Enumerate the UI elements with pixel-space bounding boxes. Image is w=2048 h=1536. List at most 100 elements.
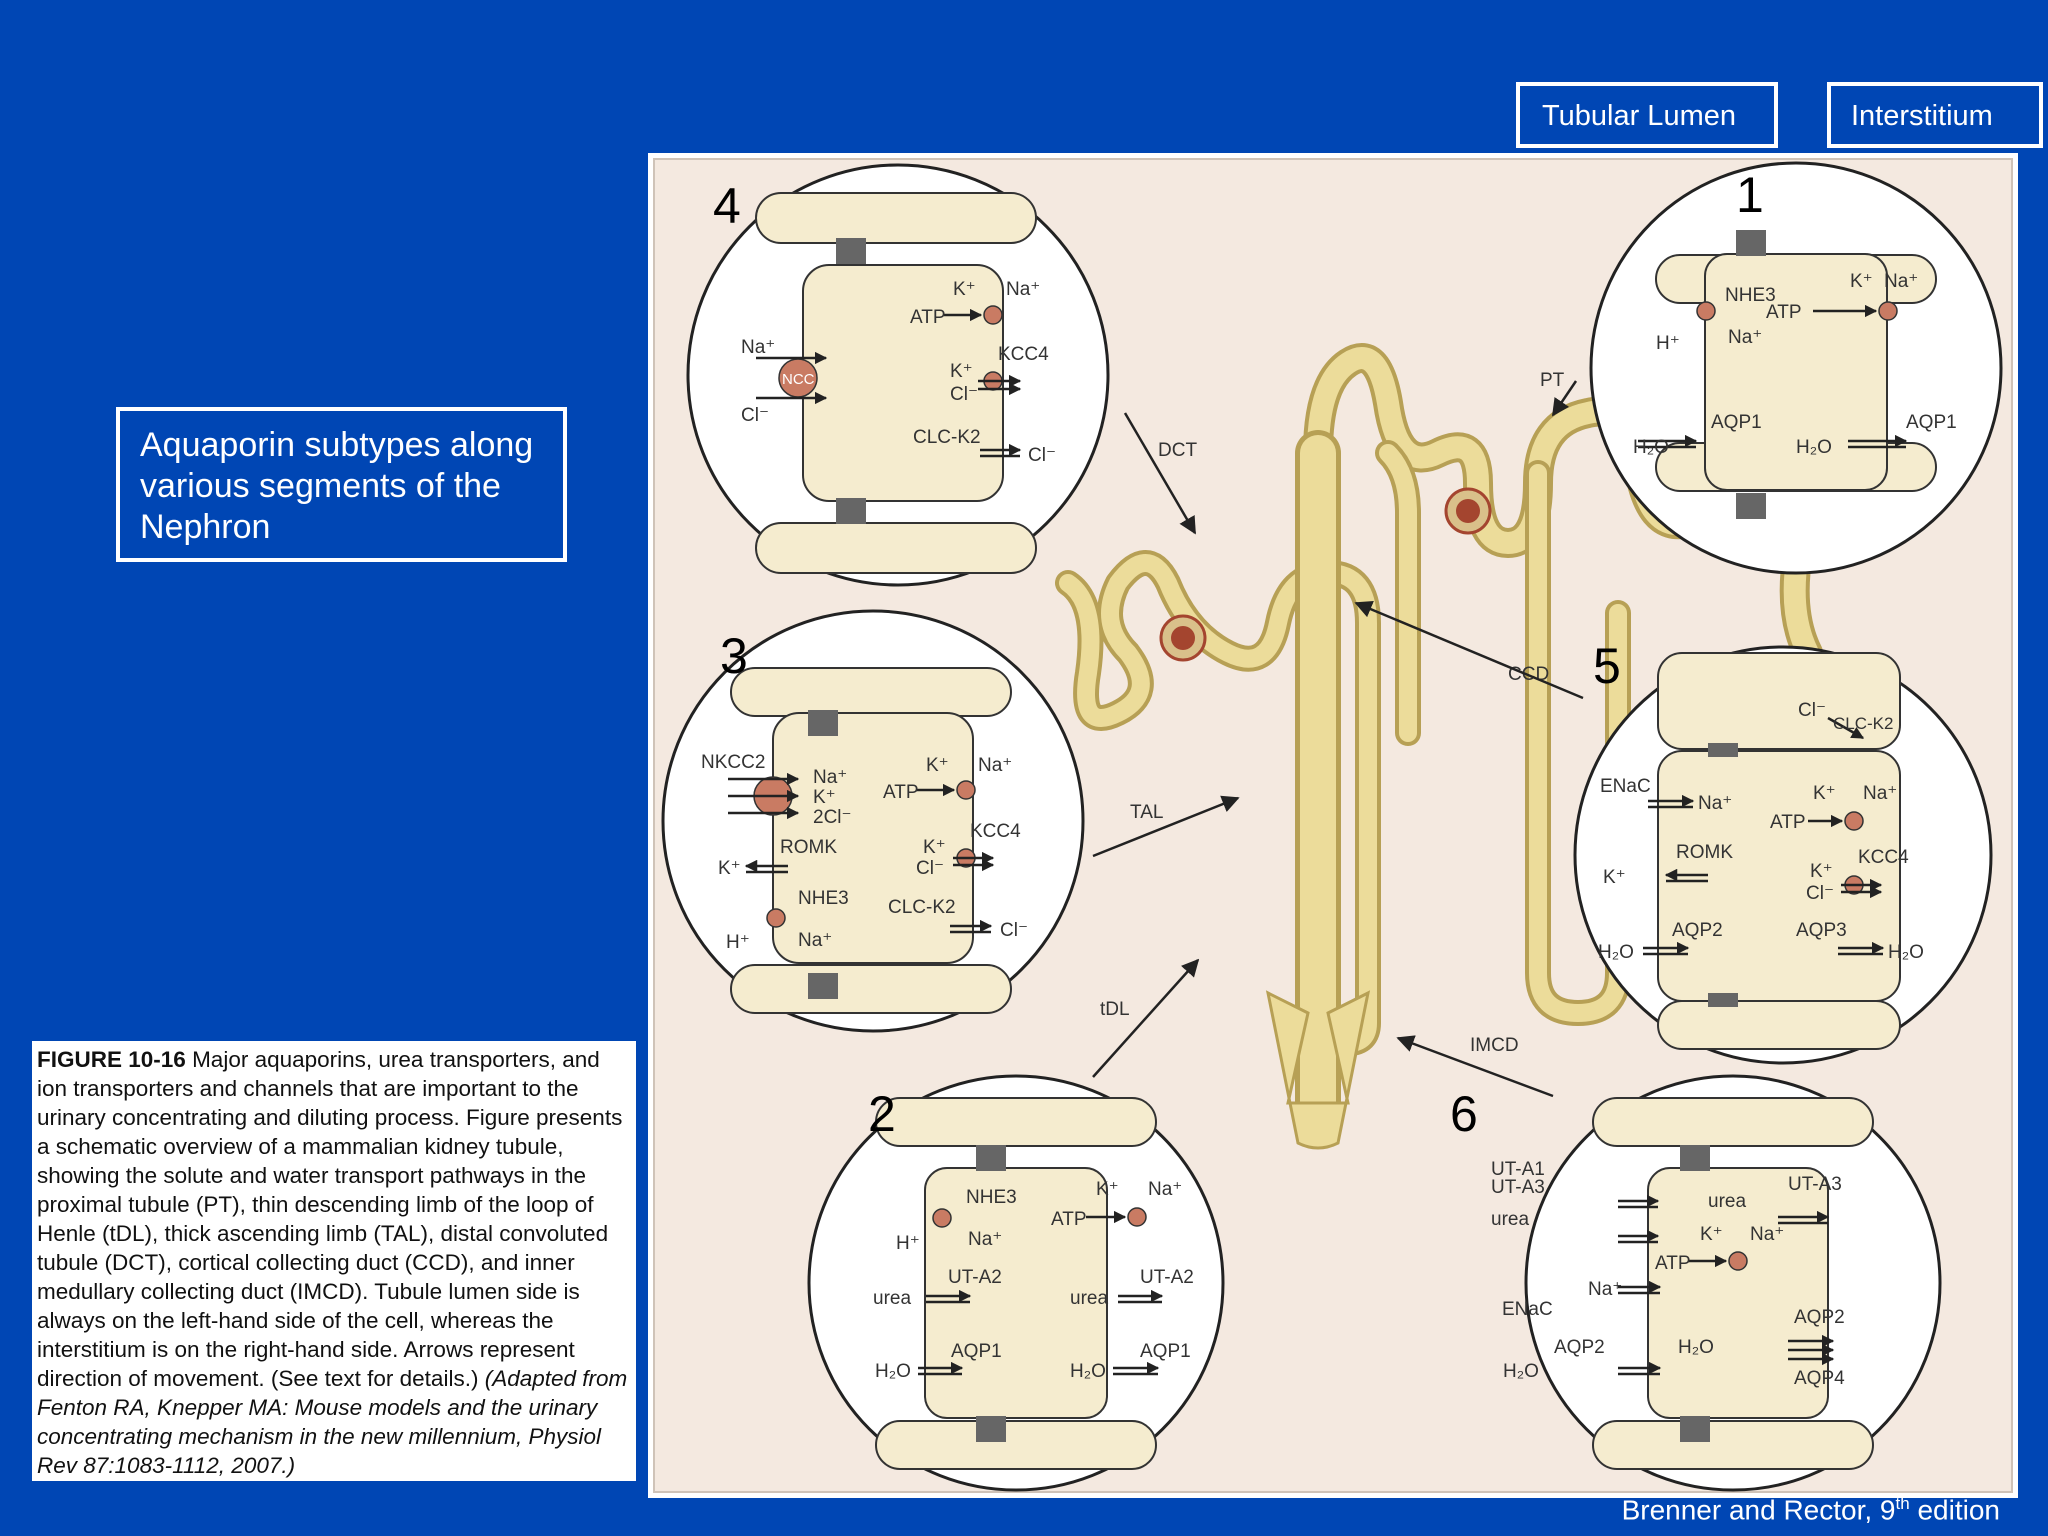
cell-4-k2: K⁺: [950, 361, 973, 382]
cell-5-k: K⁺: [1813, 783, 1836, 804]
cell-2-aqp1-lumen: AQP1: [951, 1341, 1002, 1362]
source-credit: Brenner and Rector, 9th edition: [1622, 1494, 2000, 1526]
cell-5-kcc4: KCC4: [1858, 847, 1909, 868]
cell-3-cl-out: Cl⁻: [1000, 920, 1028, 941]
cell-6-atp: ATP: [1655, 1253, 1691, 1274]
cell-4-clck2: CLC-K2: [913, 427, 981, 448]
cell-1-nhe3: NHE3: [1725, 285, 1776, 306]
cell-4-k: K⁺: [953, 279, 976, 300]
cell-3-h: H⁺: [726, 932, 750, 953]
cell-4-distal-convoluted-tubule: 4 NCC Na⁺ Cl⁻ ATP K⁺ Na⁺ KCC4 K⁺ Cl⁻ CLC…: [686, 163, 1110, 587]
cell-1-na2: Na⁺: [1728, 327, 1762, 348]
cell-6-h2o-lumen: H₂O: [1503, 1361, 1539, 1382]
cell-5-na2: Na⁺: [1863, 783, 1897, 804]
cell-2-h2o-inter: H₂O: [1070, 1361, 1106, 1382]
cell-3-k-out: K⁺: [718, 858, 741, 879]
cell-2-nhe3: NHE3: [966, 1187, 1017, 1208]
cell-3-k: K⁺: [813, 787, 836, 808]
cell-1-h2o-inter: H₂O: [1796, 437, 1832, 458]
cell-6-aqp2-lumen: AQP2: [1554, 1337, 1605, 1358]
cell-2-na2: Na⁺: [968, 1229, 1002, 1250]
cell-5-cortical-collecting-duct: 5 Cl⁻ CLC-K2 ENaC Na⁺ ATP K⁺ Na⁺ ROMK K⁺…: [1573, 638, 1993, 1065]
arrow-pt: [1551, 380, 1578, 417]
slide-title-box: Aquaporin subtypes along various segment…: [116, 407, 567, 562]
cell-5-h2o-inter: H₂O: [1888, 942, 1924, 963]
glomerulus-left-core: [1171, 626, 1195, 650]
cell-3-k3: K⁺: [923, 837, 946, 858]
cell-6-number: 6: [1450, 1086, 1478, 1142]
cell-6-na: Na⁺: [1750, 1224, 1784, 1245]
label-dct: DCT: [1158, 440, 1197, 461]
figure-caption: FIGURE 10-16 Major aquaporins, urea tran…: [32, 1041, 636, 1481]
cell-6-aqp2-inter: AQP2: [1794, 1307, 1845, 1328]
cell-2-h: H⁺: [896, 1233, 920, 1254]
credit-suffix: edition: [1909, 1494, 2000, 1526]
arrow-tal: [1092, 795, 1240, 858]
cell-6-urea-lumen: urea: [1491, 1209, 1529, 1230]
cell-6-aqp4: AQP4: [1794, 1368, 1845, 1389]
tubular-lumen-legend: Tubular Lumen: [1516, 82, 1778, 148]
cell-6-inner-medullary-collecting-duct: 6 UT-A1 UT-A3 urea urea UT-A3 K⁺ Na⁺ ATP…: [1450, 1074, 1942, 1492]
cell-6-k: K⁺: [1700, 1224, 1723, 1245]
figure-label: FIGURE 10-16: [37, 1047, 186, 1072]
cell-5-number: 5: [1593, 638, 1621, 694]
cell-3-cl: Cl⁻: [916, 858, 944, 879]
cell-3-clck2: CLC-K2: [888, 897, 956, 918]
nephron-diagram: PT DCT CCD TAL tDL IMCD 1 NHE3 K⁺ Na⁺ AT…: [648, 153, 2018, 1498]
cell-5-aqp3: AQP3: [1796, 920, 1847, 941]
cell-6-na2: Na⁺: [1588, 1279, 1622, 1300]
cell-4-cl: Cl⁻: [741, 405, 769, 426]
cell-3-k2: K⁺: [926, 755, 949, 776]
cell-2-number: 2: [868, 1086, 896, 1142]
cell-5-clck2: CLC-K2: [1833, 714, 1893, 733]
cell-4-na: Na⁺: [741, 337, 775, 358]
cell-3-nhe3: NHE3: [798, 888, 849, 909]
caption-citation: (Adapted from Fenton RA, Knepper MA: Mou…: [37, 1366, 628, 1478]
cell-1-na: Na⁺: [1884, 271, 1918, 292]
arrow-imcd: [1396, 1035, 1554, 1098]
label-pt: PT: [1540, 370, 1565, 391]
collecting-duct-papilla: [1265, 990, 1371, 1150]
cell-5-h2o-lumen: H₂O: [1598, 942, 1634, 963]
cell-4-number: 4: [713, 178, 741, 234]
arrow-tdl: [1092, 958, 1200, 1078]
slide-title: Aquaporin subtypes along various segment…: [140, 426, 534, 546]
label-tdl: tDL: [1100, 999, 1130, 1020]
cell-4-cl2: Cl⁻: [950, 384, 978, 405]
cell-1-proximal-tubule: 1 NHE3 K⁺ Na⁺ ATP H⁺ Na⁺ AQP1 AQP1 H₂O H…: [1589, 161, 2003, 575]
cell-4-kcc4: KCC4: [998, 344, 1049, 365]
cell-5-na: Na⁺: [1698, 793, 1732, 814]
cell-3-na2: Na⁺: [798, 930, 832, 951]
cell-3-romk: ROMK: [780, 837, 837, 858]
cell-3-atp: ATP: [883, 782, 919, 803]
cell-6-uta3-lumen: UT-A3: [1491, 1177, 1545, 1198]
interstitium-label: Interstitium: [1851, 100, 1993, 132]
cell-2-urea-inter: urea: [1070, 1288, 1108, 1309]
nephron-diagram-svg: PT DCT CCD TAL tDL IMCD 1 NHE3 K⁺ Na⁺ AT…: [653, 158, 2013, 1493]
cell-1-number: 1: [1736, 167, 1764, 223]
cell-3-number: 3: [720, 628, 748, 684]
cell-2-uta2-inter: UT-A2: [1140, 1267, 1194, 1288]
cell-4-na2: Na⁺: [1006, 279, 1040, 300]
cell-5-k-out: K⁺: [1603, 867, 1626, 888]
cell-2-uta2-lumen: UT-A2: [948, 1267, 1002, 1288]
cell-5-k2: K⁺: [1810, 861, 1833, 882]
cell-2-k: K⁺: [1096, 1179, 1119, 1200]
tubular-lumen-label: Tubular Lumen: [1542, 100, 1736, 132]
cell-6-enac: ENaC: [1502, 1299, 1553, 1320]
cell-4-atp: ATP: [910, 307, 946, 328]
cell-3-nkcc2: NKCC2: [701, 752, 765, 773]
cell-5-aqp2: AQP2: [1672, 920, 1723, 941]
cell-5-cl: Cl⁻: [1806, 883, 1834, 904]
credit-sup: th: [1895, 1494, 1910, 1513]
cell-1-h: H⁺: [1656, 333, 1680, 354]
cell-3-kcc4: KCC4: [970, 821, 1021, 842]
cell-5-enac: ENaC: [1600, 776, 1651, 797]
cell-1-atp: ATP: [1766, 302, 1802, 323]
caption-text: Major aquaporins, urea transporters, and…: [37, 1047, 623, 1391]
cell-2-urea-lumen: urea: [873, 1288, 911, 1309]
cell-6-h2o-inter: H₂O: [1678, 1337, 1714, 1358]
glomerulus-right-core: [1456, 499, 1480, 523]
cell-6-uta3-inter: UT-A3: [1788, 1174, 1842, 1195]
cell-5-cl-top: Cl⁻: [1798, 700, 1826, 721]
